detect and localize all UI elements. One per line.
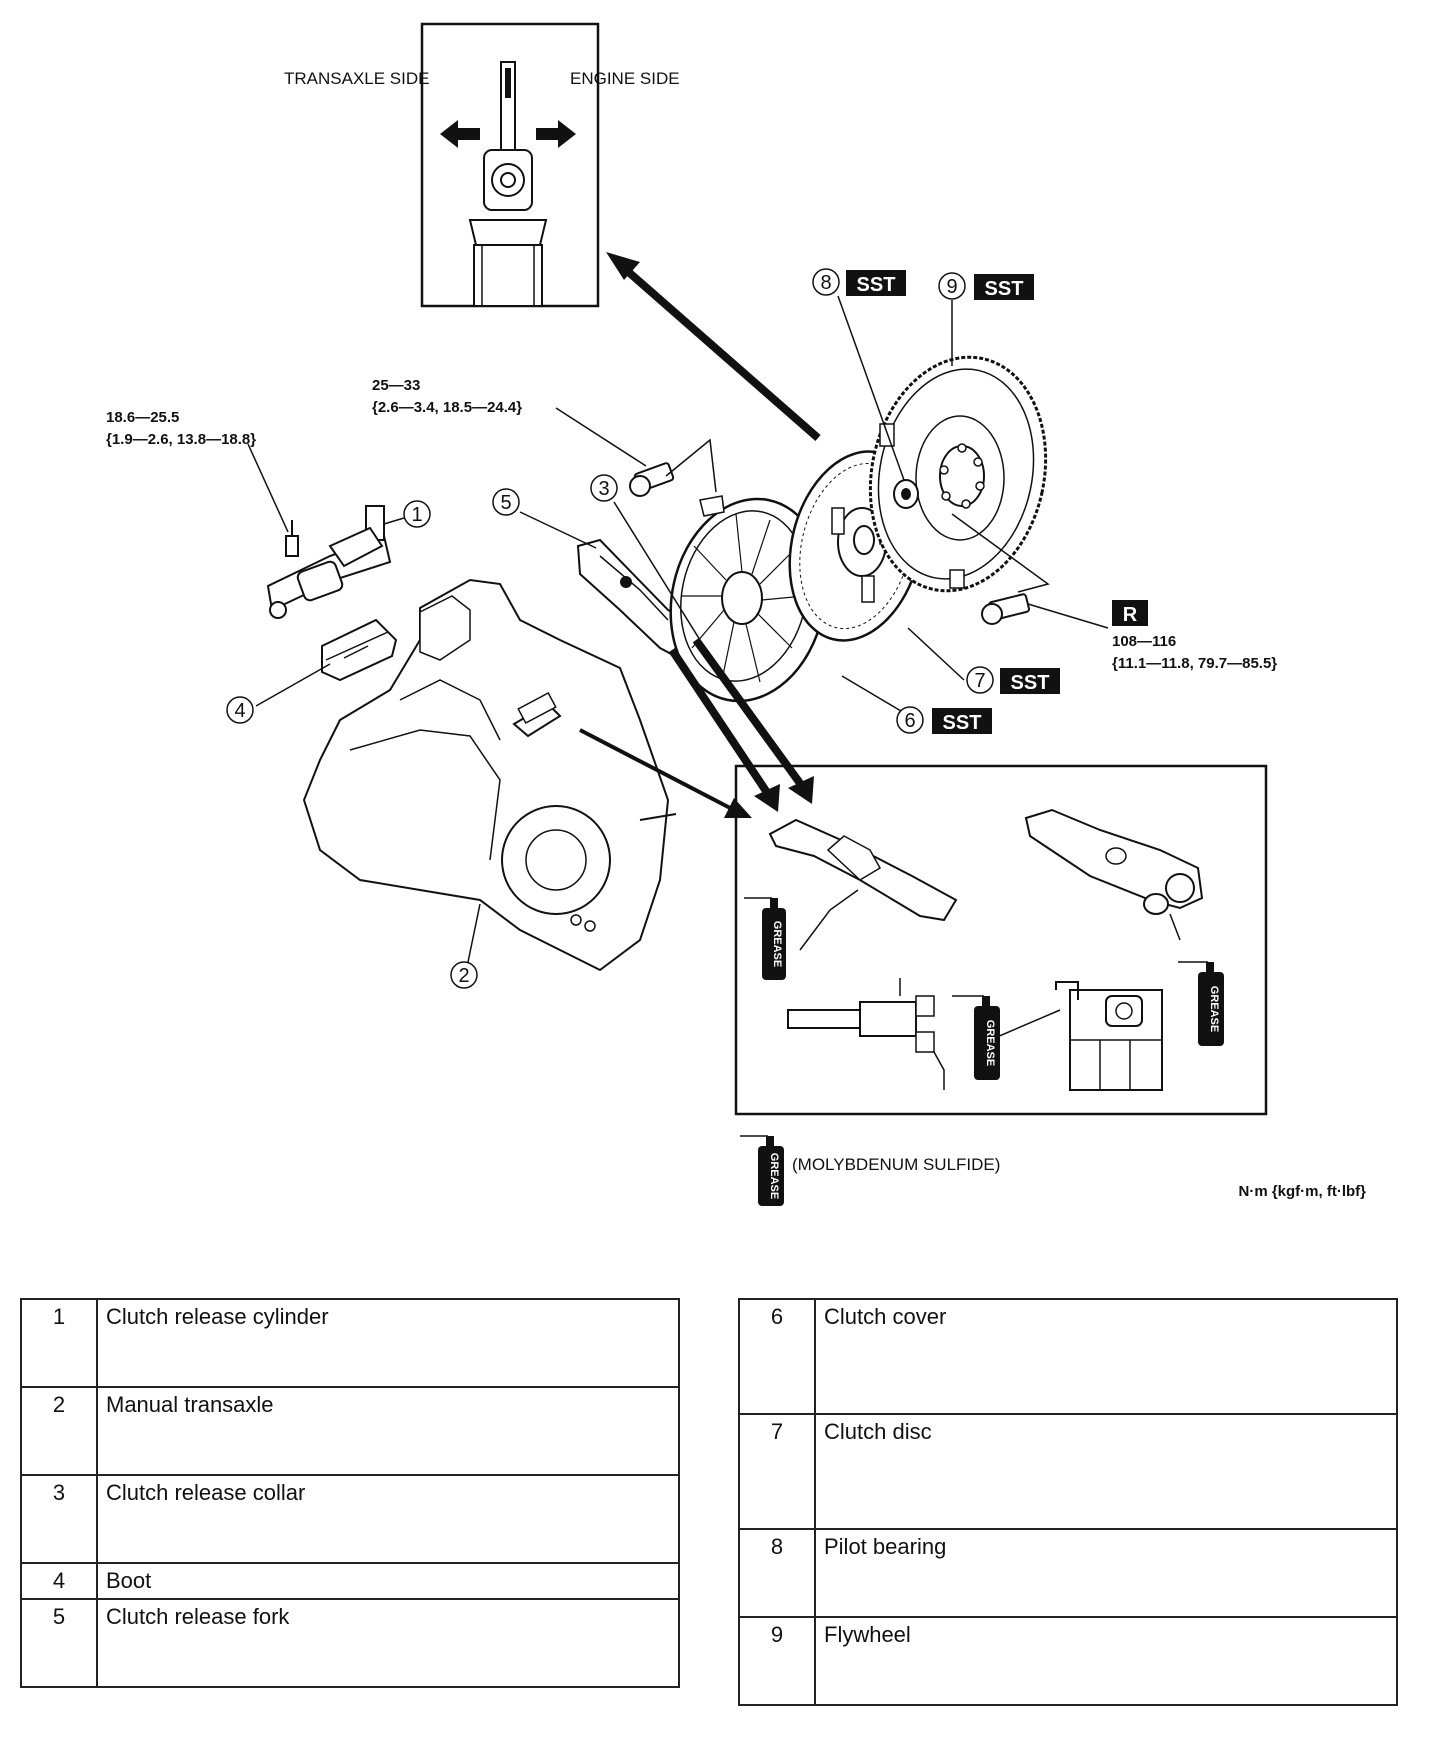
svg-text:GREASE: GREASE (984, 1020, 996, 1066)
torque-clutch-cover: 25—33 {2.6—3.4, 18.5—24.4} (372, 377, 522, 416)
svg-text:25—33: 25—33 (372, 377, 420, 394)
part-name: Boot (96, 1562, 680, 1600)
grease-legend-text: (MOLYBDENUM SULFIDE) (792, 1155, 1000, 1174)
part-number: 8 (738, 1528, 816, 1618)
callout-2: 2 (450, 961, 478, 989)
inset-pointer-arrows (579, 637, 814, 818)
part-name: Pilot bearing (814, 1528, 1398, 1618)
sst-badge: SST (857, 274, 896, 296)
inset-collar-orientation: TRANSAXLE SIDE ENGINE SIDE (284, 22, 680, 308)
part-number: 7 (738, 1413, 816, 1530)
grease-can-icon (766, 1136, 774, 1146)
sst-badge: SST (985, 278, 1024, 300)
boot (321, 618, 398, 682)
part-number: 6 (738, 1298, 816, 1415)
arrow-left-icon (440, 120, 480, 148)
svg-text:7: 7 (974, 670, 985, 692)
table-row: 2 Manual transaxle (20, 1386, 680, 1476)
grease-can-icon: GREASE (952, 995, 1000, 1080)
replace-badge: R (1123, 604, 1138, 626)
callout-4: 4 (226, 696, 254, 724)
callout-8: 8 SST (812, 268, 906, 296)
table-row: 8 Pilot bearing (738, 1528, 1398, 1618)
table-row: 4 Boot (20, 1562, 680, 1600)
svg-text:{2.6—3.4, 18.5—24.4}: {2.6—3.4, 18.5—24.4} (372, 399, 522, 416)
svg-text:GREASE: GREASE (1208, 986, 1220, 1032)
torque-units: N·m {kgf·m, ft·lbf} (1239, 1183, 1367, 1200)
part-name: Clutch release fork (96, 1598, 680, 1688)
part-number: 2 (20, 1386, 98, 1476)
svg-text:9: 9 (946, 276, 957, 298)
svg-text:4: 4 (234, 700, 245, 722)
table-row: 9 Flywheel (738, 1616, 1398, 1706)
callout-5: 5 (492, 488, 520, 516)
svg-text:2: 2 (458, 965, 469, 987)
table-row: 3 Clutch release collar (20, 1474, 680, 1564)
svg-text:{11.1—11.8, 79.7—85.5}: {11.1—11.8, 79.7—85.5} (1112, 655, 1277, 672)
part-number: 9 (738, 1616, 816, 1706)
svg-text:3: 3 (598, 478, 609, 500)
torque-release-cylinder: 18.6—25.5 {1.9—2.6, 13.8—18.8} (106, 409, 256, 448)
table-row: 6 Clutch cover (738, 1298, 1398, 1415)
svg-text:108—116: 108—116 (1112, 633, 1176, 650)
grease-can-icon: GREASE (1178, 961, 1224, 1046)
inset-lubrication-points: GREASE GREASE GREASE (734, 764, 1268, 1116)
part-number: 1 (20, 1298, 98, 1388)
sst-badge: SST (1011, 672, 1050, 694)
clutch-release-cylinder (266, 505, 392, 619)
manual-transaxle (302, 578, 677, 972)
callout-7: 7 SST (966, 666, 1060, 694)
engine-side-label: ENGINE SIDE (570, 69, 680, 88)
inset-pointer-arrow (606, 252, 821, 442)
part-name: Clutch disc (814, 1413, 1398, 1530)
svg-text:{1.9—2.6, 13.8—18.8}: {1.9—2.6, 13.8—18.8} (106, 431, 256, 448)
part-number: 4 (20, 1562, 98, 1600)
svg-text:1: 1 (411, 504, 422, 526)
sst-badge: SST (943, 712, 982, 734)
parts-table-left: 1 Clutch release cylinder 2 Manual trans… (20, 1298, 680, 1688)
part-name: Clutch release cylinder (96, 1298, 680, 1388)
table-row: 7 Clutch disc (738, 1413, 1398, 1530)
svg-text:6: 6 (904, 710, 915, 732)
part-name: Clutch release collar (96, 1474, 680, 1564)
callout-3: 3 (590, 474, 618, 502)
callout-leaders (255, 295, 965, 963)
parts-table-right: 6 Clutch cover 7 Clutch disc 8 Pilot bea… (738, 1298, 1398, 1706)
callout-6: 6 SST (896, 706, 992, 734)
part-number: 3 (20, 1474, 98, 1564)
clutch-cover (669, 495, 827, 703)
callout-1: 1 (403, 500, 431, 528)
transaxle-side-label: TRANSAXLE SIDE (284, 69, 430, 88)
grease-legend: GREASE (MOLYBDENUM SULFIDE) (740, 1135, 1000, 1206)
part-name: Clutch cover (814, 1298, 1398, 1415)
flywheel (868, 355, 1048, 593)
cover-bolt (629, 462, 675, 497)
svg-text:5: 5 (500, 492, 511, 514)
part-number: 5 (20, 1598, 98, 1688)
svg-text:18.6—25.5: 18.6—25.5 (106, 409, 179, 426)
table-row: 1 Clutch release cylinder (20, 1298, 680, 1388)
table-row: 5 Clutch release fork (20, 1598, 680, 1688)
svg-text:GREASE: GREASE (768, 1153, 780, 1199)
svg-text:GREASE: GREASE (771, 921, 783, 967)
grease-can-icon: GREASE (744, 897, 786, 980)
callout-9: 9 SST (938, 272, 1034, 300)
part-name: Manual transaxle (96, 1386, 680, 1476)
part-name: Flywheel (814, 1616, 1398, 1706)
torque-flywheel: R 108—116 {11.1—11.8, 79.7—85.5} (1112, 600, 1277, 672)
arrow-right-icon (536, 120, 576, 148)
flywheel-bolt (981, 593, 1030, 625)
svg-text:8: 8 (820, 272, 831, 294)
